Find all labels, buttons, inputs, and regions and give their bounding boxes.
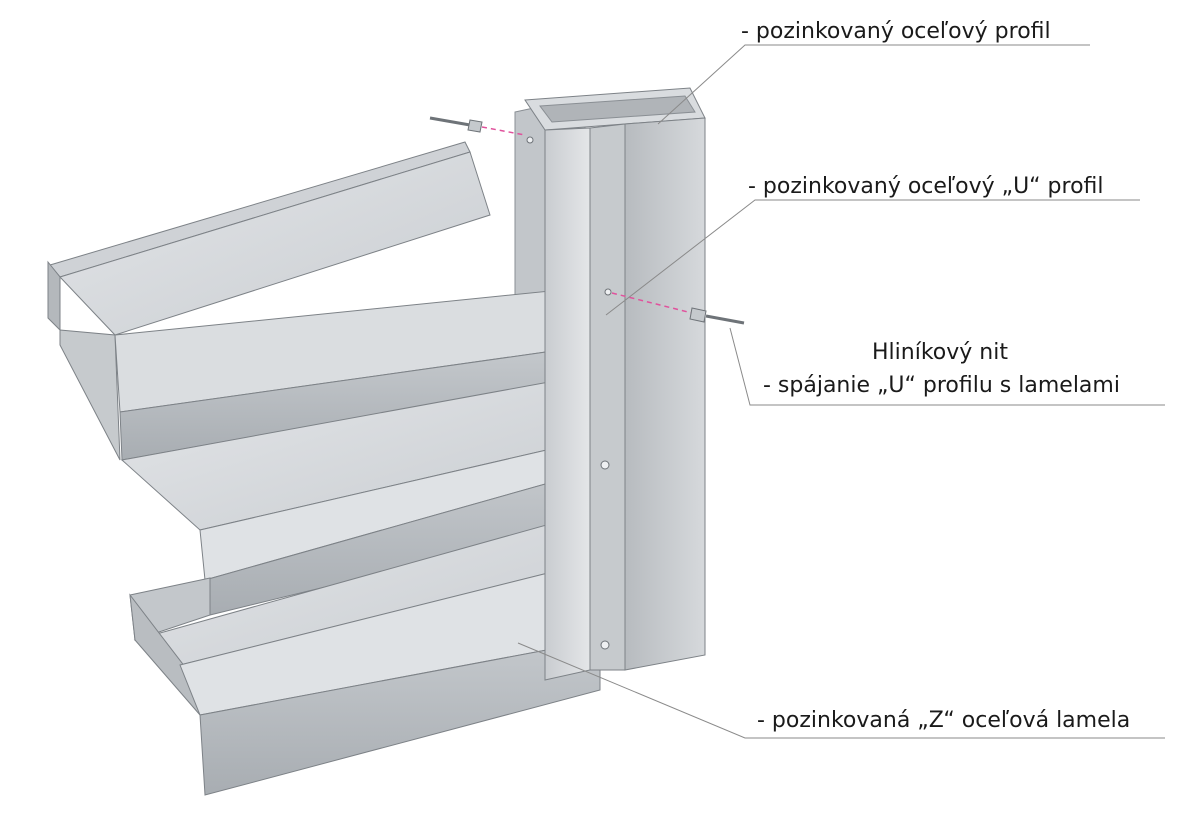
leader-profile [657, 44, 1090, 125]
rivet-top [429, 116, 526, 136]
steel-profile-post [524, 87, 706, 681]
leader-u-profile [605, 199, 1140, 316]
rivet-hole-u [604, 288, 612, 296]
lamella-top [47, 141, 566, 461]
leader-z-lamella [517, 642, 1165, 739]
rivet-hole-top [526, 136, 534, 144]
label-rivet-desc: - spájanie „U“ profilu s lamelami [763, 373, 1120, 398]
leader-rivet [729, 327, 1165, 406]
lamella-middle [120, 379, 601, 616]
label-rivet-title: Hliníkový nit [872, 340, 1008, 365]
label-u-profile: - pozinkovaný oceľový „U“ profil [748, 174, 1104, 199]
rivet-head-mid [600, 460, 610, 470]
lamella-bottom [129, 509, 601, 796]
rivet-head-low [600, 640, 610, 650]
label-steel-profile: - pozinkovaný oceľový profil [741, 19, 1051, 44]
leader-lines [517, 44, 1165, 739]
label-z-lamella: - pozinkovaná „Z“ oceľová lamela [757, 708, 1131, 733]
rivet-u-profile [611, 292, 745, 325]
